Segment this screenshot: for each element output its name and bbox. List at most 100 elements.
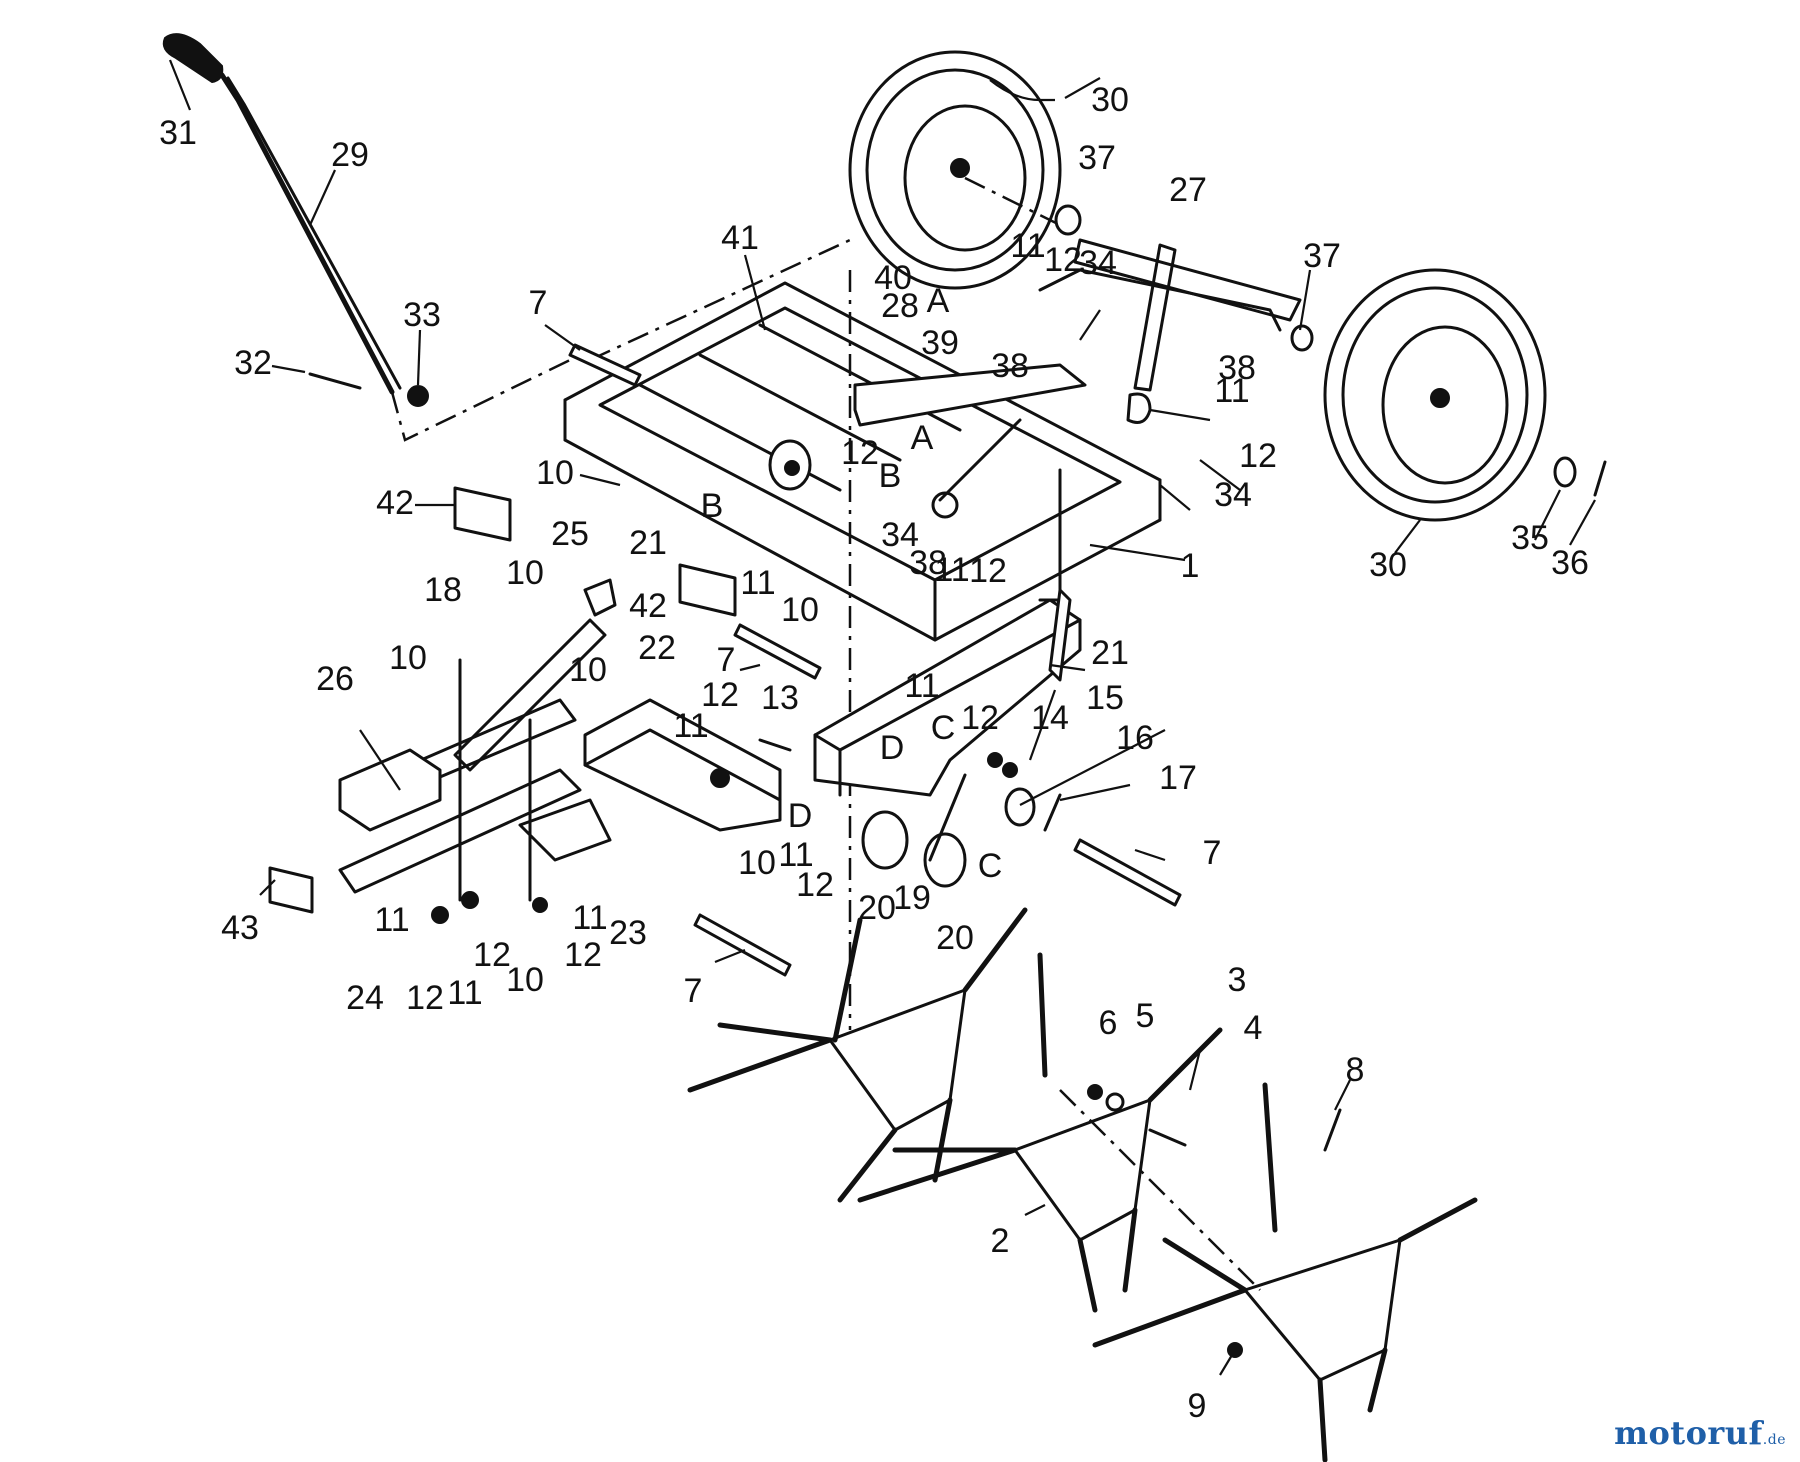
bracket-nut xyxy=(710,768,730,788)
part-label-29: 29 xyxy=(331,136,369,174)
part-label-11-c: 11 xyxy=(934,551,969,589)
part-label-10-f: 10 xyxy=(738,844,776,882)
part-label-11-b: 11 xyxy=(1214,372,1249,410)
tine-assembly-1 xyxy=(687,907,1028,1203)
handle-grip xyxy=(162,33,224,84)
ref-letter-d-upper: D xyxy=(880,729,905,767)
part-label-32: 32 xyxy=(234,344,272,382)
part-label-21-a: 21 xyxy=(629,524,667,562)
part-label-10-c: 10 xyxy=(781,591,819,629)
part-label-38-a: 38 xyxy=(991,347,1029,385)
part-label-18: 18 xyxy=(424,571,462,609)
part-label-28: 28 xyxy=(881,287,919,325)
part-label-11-f: 11 xyxy=(778,836,813,874)
part-label-10-a: 10 xyxy=(536,454,574,492)
clamp-26 xyxy=(338,748,442,832)
part-label-37-b: 37 xyxy=(1303,237,1341,275)
part-label-12-d: 12 xyxy=(969,552,1007,590)
tine-plate-1 xyxy=(828,988,967,1132)
part-label-36: 36 xyxy=(1551,544,1589,582)
part-label-19: 19 xyxy=(893,879,931,917)
pin-13 xyxy=(758,738,792,752)
part-label-10-b: 10 xyxy=(506,554,544,592)
part-label-34-a: 34 xyxy=(1079,244,1117,282)
axle-lower-link xyxy=(938,418,1022,502)
frame-edges xyxy=(563,398,1162,642)
left-nut-2 xyxy=(461,891,479,909)
washer-16 xyxy=(1004,787,1036,827)
part-label-12-a: 12 xyxy=(1044,241,1082,279)
part-label-16: 16 xyxy=(1116,719,1154,757)
part-label-12-g: 12 xyxy=(796,866,834,904)
handle-bolt xyxy=(308,372,362,390)
part-label-4: 4 xyxy=(1244,1009,1263,1047)
link-25-head xyxy=(583,578,617,617)
ref-letter-a-lower: A xyxy=(911,419,934,457)
ref-letter-d-lower: D xyxy=(788,797,813,835)
frame-inner xyxy=(598,306,1122,582)
tire-lower-tread xyxy=(1341,286,1529,504)
left-nut-3 xyxy=(532,897,548,913)
shaft-7-center xyxy=(733,623,822,680)
part-label-7-right: 7 xyxy=(1203,834,1222,872)
housing-edge xyxy=(813,618,1082,797)
housing-body xyxy=(813,598,1082,797)
left-bolts xyxy=(458,658,532,902)
part-label-27: 27 xyxy=(1169,171,1207,209)
rim-upper xyxy=(903,104,1027,252)
pin-17 xyxy=(1043,793,1062,832)
shaft-7-right xyxy=(1073,838,1182,907)
part-label-12-h: 12 xyxy=(473,936,511,974)
part-label-11-a: 11 xyxy=(1010,227,1045,265)
part-label-34-b: 34 xyxy=(1214,476,1252,514)
handle-bar-edge xyxy=(226,76,402,390)
part-label-12-f: 12 xyxy=(961,699,999,737)
part-label-22: 22 xyxy=(638,629,676,667)
part-label-6: 6 xyxy=(1099,1004,1118,1042)
washer-35 xyxy=(1553,456,1577,488)
tine-2-up xyxy=(1037,952,1048,1078)
decal-42-center xyxy=(678,563,737,617)
center-housing xyxy=(813,588,1082,797)
bolt-4 xyxy=(1148,1128,1187,1147)
decal-43 xyxy=(268,866,314,914)
wheel-upper-axis xyxy=(964,176,1061,227)
part-label-11-h: 11 xyxy=(572,899,607,937)
handle-mount-line xyxy=(390,358,571,442)
hub-upper xyxy=(950,158,970,178)
tire-upper-tread xyxy=(865,68,1045,272)
tine-assembly-2 xyxy=(857,952,1223,1313)
bracket-22-edge xyxy=(583,728,782,802)
tines-2 xyxy=(857,1027,1223,1313)
nut-9 xyxy=(1227,1342,1243,1358)
watermark-suffix: .de xyxy=(1762,1432,1786,1448)
sprocket-20-left xyxy=(861,810,909,870)
part-label-12-e: 12 xyxy=(701,676,739,714)
part-label-26: 26 xyxy=(316,660,354,698)
link-25 xyxy=(453,618,607,772)
hub-lower xyxy=(1430,388,1450,408)
axle-mount-plate xyxy=(1126,392,1152,424)
part-label-12-c: 12 xyxy=(1239,437,1277,475)
ref-letter-c-upper: C xyxy=(931,709,956,747)
axle-link xyxy=(1038,268,1282,332)
part-label-33: 33 xyxy=(403,296,441,334)
wheel-upper xyxy=(848,50,1082,290)
axle-arm-28 xyxy=(853,363,1087,427)
nut-6 xyxy=(1087,1084,1103,1100)
part-label-7-center: 7 xyxy=(717,641,736,679)
tine-3-up xyxy=(1262,1082,1278,1233)
decals xyxy=(268,486,737,914)
part-label-7-lower: 7 xyxy=(684,972,703,1010)
part-label-7-upper: 7 xyxy=(529,284,548,322)
part-label-5: 5 xyxy=(1136,997,1155,1035)
decal-42-left xyxy=(453,486,512,542)
tine-assembly-3 xyxy=(1092,1082,1478,1462)
part-label-30-a: 30 xyxy=(1091,81,1129,119)
rim-lower xyxy=(1381,325,1509,485)
part-label-43: 43 xyxy=(221,909,259,947)
handle-bar xyxy=(172,42,395,395)
part-label-31: 31 xyxy=(159,114,197,152)
left-nut-1 xyxy=(431,906,449,924)
